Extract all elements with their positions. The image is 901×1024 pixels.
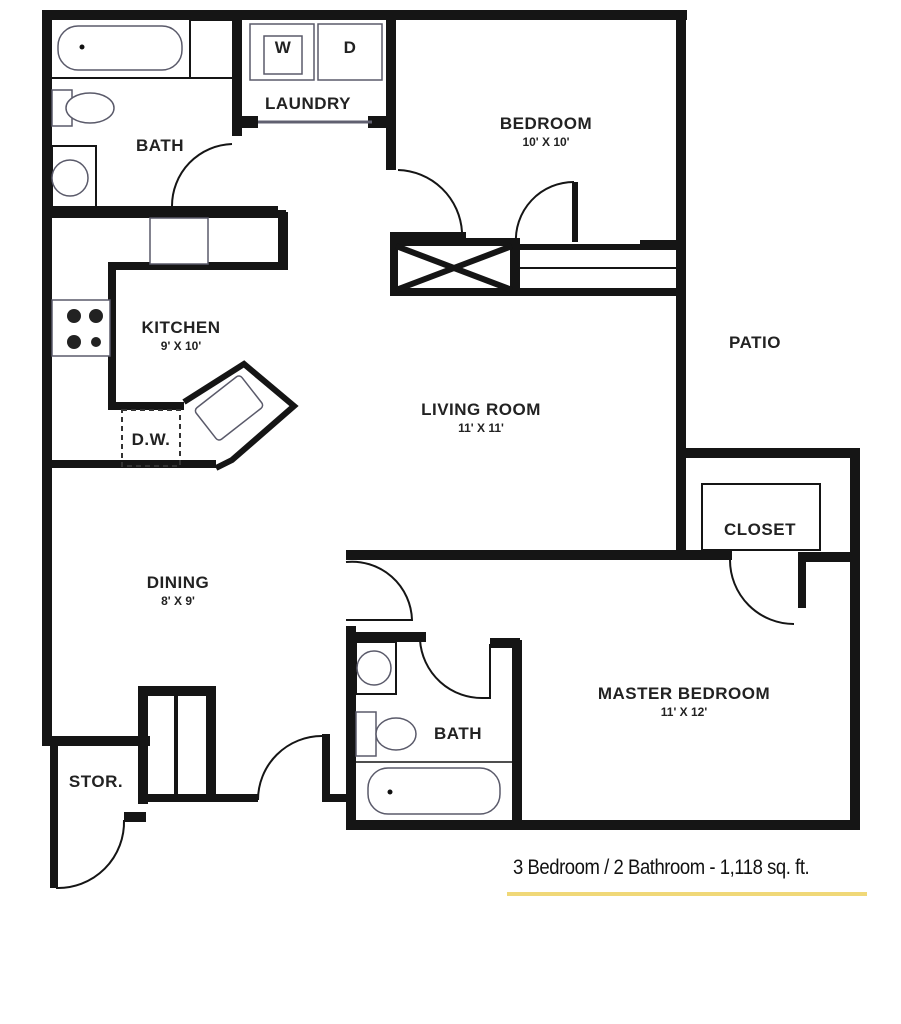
room-name: STOR. xyxy=(68,772,124,791)
room-bath-2: BATH xyxy=(434,724,482,744)
room-storage: STOR. xyxy=(69,772,123,792)
dishwasher-label: D.W. xyxy=(132,430,171,450)
room-name: LIVING ROOM xyxy=(421,400,541,419)
walls xyxy=(42,10,860,888)
closet-x-mark xyxy=(390,238,676,294)
room-dimensions: 8' X 9' xyxy=(161,594,195,608)
dryer-label: D xyxy=(344,38,357,58)
room-name: DINING xyxy=(146,573,210,592)
room-master-bedroom: MASTER BEDROOM 11' X 12' xyxy=(598,684,770,719)
unit-summary: 3 Bedroom / 2 Bathroom - 1,118 sq. ft. xyxy=(513,856,810,879)
room-dimensions: 11' X 11' xyxy=(458,421,504,435)
room-living: LIVING ROOM 11' X 11' xyxy=(421,400,541,435)
dryer-icon: D xyxy=(343,38,357,57)
washer-label: W xyxy=(275,38,292,58)
door-swings xyxy=(55,143,795,890)
washer-icon: W xyxy=(274,38,292,57)
room-name: LAUNDRY xyxy=(265,94,351,113)
room-name: KITCHEN xyxy=(141,318,221,337)
room-kitchen: KITCHEN 9' X 10' xyxy=(141,318,220,353)
room-dimensions: 9' X 10' xyxy=(160,339,202,353)
fixtures xyxy=(51,19,512,815)
room-name: BATH xyxy=(434,724,482,743)
room-dimensions: 11' X 12' xyxy=(660,705,708,719)
accent-underline xyxy=(507,892,867,896)
dishwasher-icon: D.W. xyxy=(131,430,171,449)
room-name: PATIO xyxy=(729,333,781,352)
room-laundry: LAUNDRY xyxy=(265,94,351,114)
room-bath-1: BATH xyxy=(136,136,184,156)
room-patio: PATIO xyxy=(729,333,781,353)
room-name: BEDROOM xyxy=(499,114,593,133)
room-dining: DINING 8' X 9' xyxy=(147,573,210,608)
room-bedroom: BEDROOM 10' X 10' xyxy=(500,114,592,149)
room-closet: CLOSET xyxy=(724,520,796,540)
room-name: MASTER BEDROOM xyxy=(597,684,771,703)
room-name: BATH xyxy=(136,136,184,155)
room-dimensions: 10' X 10' xyxy=(522,135,570,149)
room-name: CLOSET xyxy=(724,520,796,539)
